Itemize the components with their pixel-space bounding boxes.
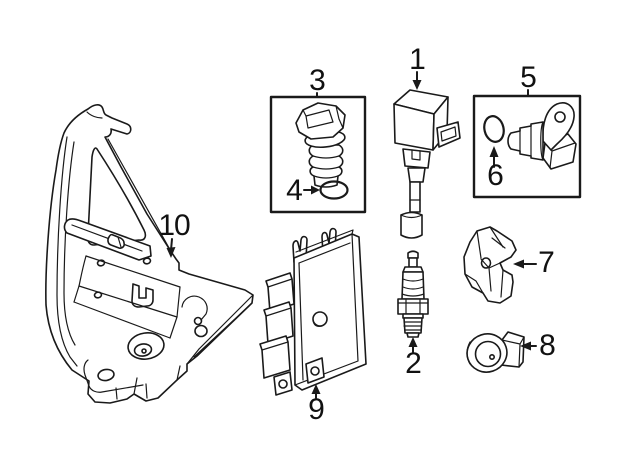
camshaft-sensor-oring-drawing bbox=[319, 180, 349, 200]
leader-arrow-6 bbox=[489, 146, 499, 168]
leader-arrow-9 bbox=[311, 384, 321, 399]
knock-sensor-drawing bbox=[466, 331, 525, 373]
callout-7[interactable]: 7 bbox=[538, 246, 555, 279]
callout-10[interactable]: 10 bbox=[158, 209, 190, 242]
callout-3[interactable]: 3 bbox=[309, 64, 326, 97]
spark-plug-drawing bbox=[397, 250, 429, 338]
leader-arrow-4 bbox=[303, 185, 320, 195]
callout-6[interactable]: 6 bbox=[487, 159, 504, 192]
callout-2[interactable]: 2 bbox=[405, 347, 422, 380]
callout-5[interactable]: 5 bbox=[520, 61, 537, 94]
crankshaft-sensor-drawing bbox=[507, 102, 577, 170]
mounting-bracket-drawing bbox=[45, 104, 254, 404]
leader-arrow-1 bbox=[412, 71, 422, 90]
leader-arrow-2 bbox=[408, 337, 418, 353]
callout-8[interactable]: 8 bbox=[539, 329, 556, 362]
sensor-bracket-drawing bbox=[463, 226, 517, 304]
callout-9[interactable]: 9 bbox=[308, 393, 325, 426]
crankshaft-sensor-oring-drawing bbox=[483, 115, 505, 143]
leader-arrow-10 bbox=[166, 238, 176, 258]
leader-arrow-8 bbox=[520, 341, 537, 351]
callout-4[interactable]: 4 bbox=[286, 174, 303, 207]
callout-1[interactable]: 1 bbox=[409, 43, 426, 76]
camshaft-sensor-drawing bbox=[295, 102, 346, 188]
engine-control-module-drawing bbox=[259, 227, 367, 396]
leader-arrow-7 bbox=[513, 259, 537, 269]
ignition-coil-drawing bbox=[393, 89, 461, 239]
